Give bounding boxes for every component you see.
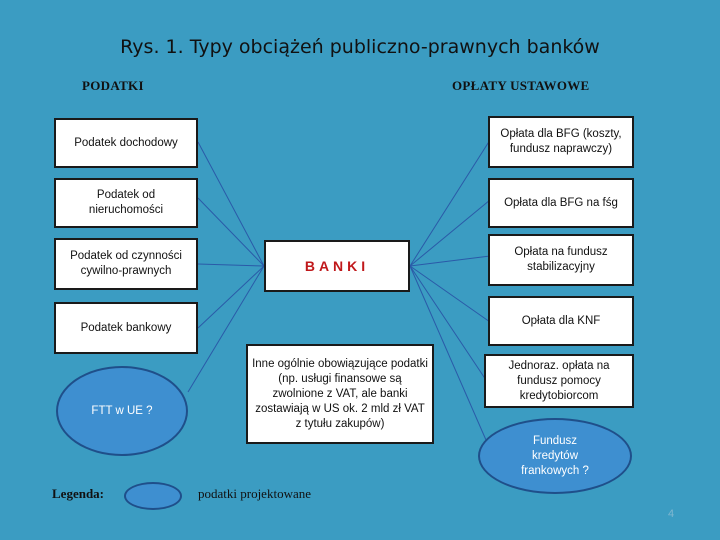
connector-line bbox=[409, 199, 491, 267]
connector-line bbox=[409, 265, 491, 323]
connector-line bbox=[197, 265, 265, 329]
header-podatki: PODATKI bbox=[82, 78, 144, 93]
legend-text: podatki projektowane bbox=[198, 486, 311, 501]
box-podatek-nieruchomosci: Podatek od nieruchomości bbox=[54, 178, 198, 228]
ellipse-fundusz-frankowych: Fundusz kredytów frankowych ? bbox=[478, 418, 632, 494]
ellipse-ftt: FTT w UE ? bbox=[56, 366, 188, 456]
box-oplata-knf: Opłata dla KNF bbox=[488, 296, 634, 346]
header-oplaty: OPŁATY USTAWOWE bbox=[452, 78, 590, 93]
page-title: Rys. 1. Typy obciążeń publiczno-prawnych… bbox=[120, 36, 600, 58]
box-podatek-dochodowy: Podatek dochodowy bbox=[54, 118, 198, 168]
connector-line bbox=[187, 265, 265, 393]
connector-line bbox=[409, 265, 487, 441]
box-banki: BANKI bbox=[264, 240, 410, 292]
legend-label: Legenda: bbox=[52, 486, 104, 501]
page-number: 4 bbox=[668, 508, 675, 520]
connector-line bbox=[409, 139, 491, 267]
connector-line bbox=[197, 197, 265, 267]
box-oplata-fundusz-stabilizacyjny: Opłata na fundusz stabilizacyjny bbox=[488, 234, 634, 286]
box-oplata-fundusz-pomocy: Jednoraz. opłata na fundusz pomocy kredy… bbox=[484, 354, 634, 408]
connector-line bbox=[409, 265, 487, 381]
legend-ellipse bbox=[124, 482, 182, 510]
box-oplata-bfg-fsg: Opłata dla BFG na fśg bbox=[488, 178, 634, 228]
connector-line bbox=[197, 141, 265, 267]
box-podatek-bankowy: Podatek bankowy bbox=[54, 302, 198, 354]
box-oplata-bfg: Opłata dla BFG (koszty, fundusz naprawcz… bbox=[488, 116, 634, 168]
connector-line bbox=[409, 255, 491, 267]
connector-line bbox=[197, 263, 265, 267]
box-inne-podatki: Inne ogólnie obowiązujące podatki (np. u… bbox=[246, 344, 434, 444]
box-podatek-pcc: Podatek od czynności cywilno-prawnych bbox=[54, 238, 198, 290]
